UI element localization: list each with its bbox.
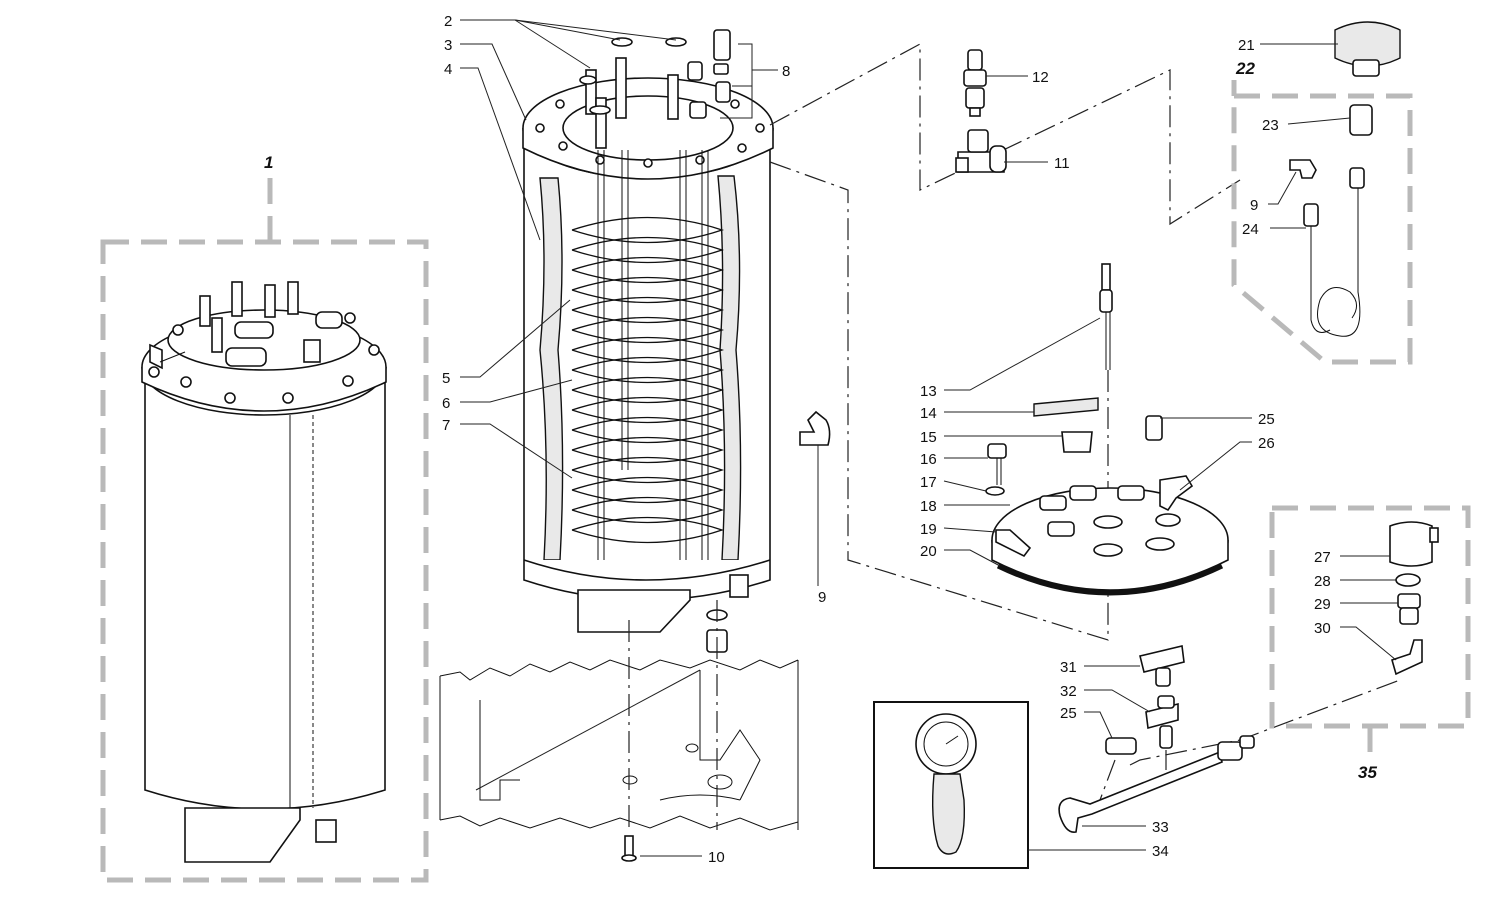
tee-fitting-part-32	[1145, 695, 1179, 749]
part-label-20: 20	[920, 543, 937, 560]
part-label-25-upper: 25	[1258, 411, 1275, 428]
part-label-23: 23	[1262, 117, 1279, 134]
part-label-2: 2	[444, 13, 452, 30]
group-35-assembly	[1269, 505, 1471, 758]
part-label-16: 16	[920, 451, 937, 468]
part-label-13: 13	[920, 383, 937, 400]
tee-fitting-part-31	[1139, 645, 1185, 687]
part-label-14: 14	[920, 405, 937, 422]
part-label-18: 18	[920, 498, 937, 515]
part-label-4: 4	[444, 61, 452, 78]
part-label-12: 12	[1032, 69, 1049, 86]
pipe-part-33	[1058, 735, 1255, 833]
part-label-25-lower: 25	[1060, 705, 1077, 722]
part-labels: 1 22 35 2 3 4 5 6 7 8 9 10 11 12 13 14 1…	[264, 13, 1377, 866]
part-label-27: 27	[1314, 549, 1331, 566]
part-label-34: 34	[1152, 843, 1169, 860]
heating-plate-assembly	[985, 263, 1229, 596]
nipple-part-25-lower	[1105, 737, 1137, 755]
pressure-gauge-tool-part-34	[873, 701, 1029, 869]
part-label-3: 3	[444, 37, 452, 54]
part-label-9-group22: 9	[1250, 197, 1258, 214]
part-label-15: 15	[920, 429, 937, 446]
fitting-part-12	[963, 49, 987, 117]
tee-fitting-part-11	[955, 129, 1007, 173]
part-label-28: 28	[1314, 573, 1331, 590]
part-label-26: 26	[1258, 435, 1275, 452]
group-label-35: 35	[1358, 763, 1377, 782]
part-label-29: 29	[1314, 596, 1331, 613]
part-label-32: 32	[1060, 683, 1077, 700]
bolt-part-10	[621, 835, 637, 862]
group-label-22: 22	[1235, 59, 1255, 78]
chassis-cutaway	[439, 659, 799, 831]
part-label-24: 24	[1242, 221, 1259, 238]
part-label-30: 30	[1314, 620, 1331, 637]
part-label-5: 5	[442, 370, 450, 387]
part-label-7: 7	[442, 417, 450, 434]
part-label-11: 11	[1054, 155, 1070, 172]
part-label-9-center: 9	[818, 589, 826, 606]
assembly-axes	[628, 42, 1401, 832]
part-label-31: 31	[1060, 659, 1077, 676]
part-label-8: 8	[782, 63, 790, 80]
leader-lines	[460, 19, 1398, 857]
heat-exchanger-coil	[571, 216, 725, 544]
part-label-6: 6	[442, 395, 450, 412]
group-1-assembled-boiler	[100, 176, 429, 883]
part-label-19: 19	[920, 521, 937, 538]
part-label-33: 33	[1152, 819, 1169, 836]
part-label-10: 10	[708, 849, 725, 866]
group-label-1: 1	[264, 153, 273, 172]
boiler-exploded-view	[522, 29, 831, 653]
group-22-assembly	[1231, 21, 1413, 365]
group-1-dashed-frame	[100, 239, 429, 883]
part-label-17: 17	[920, 474, 937, 491]
part-label-21: 21	[1238, 37, 1255, 54]
